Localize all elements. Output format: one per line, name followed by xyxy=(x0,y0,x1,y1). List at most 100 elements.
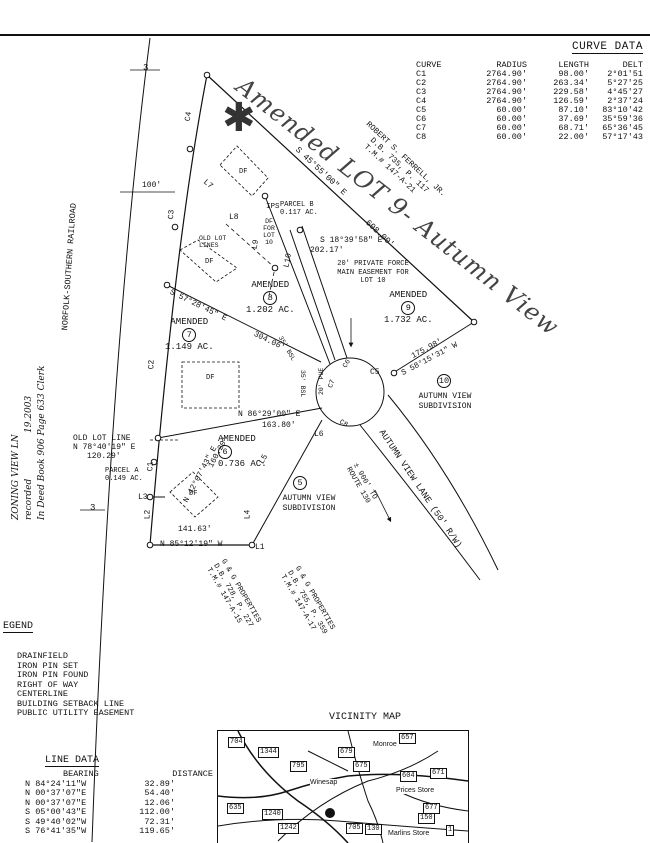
label-l2: L2 xyxy=(143,509,153,520)
north-boundary xyxy=(206,74,475,323)
lot9-block: AMENDED 9 1.732 AC. xyxy=(384,290,433,326)
recording-date: 19.2003 xyxy=(24,395,34,433)
curve-cell: 83°10'42 xyxy=(602,105,643,115)
line-cell: N 84°24'11"W xyxy=(25,778,87,789)
l10-distance: 202.17' xyxy=(310,246,344,255)
old-lot-line-distance: 120.29' xyxy=(87,452,121,461)
df-label-1: DF xyxy=(239,168,248,176)
lot9-area: 1.732 AC. xyxy=(384,315,433,325)
recording-recorded: recorded xyxy=(24,478,34,520)
old-lot-lines-label: OLD LOT LINES xyxy=(199,235,227,249)
parcel-b-name: PARCEL B xyxy=(280,201,314,209)
marker-3-bottom: 3 xyxy=(90,503,96,513)
label-c2: C2 xyxy=(147,359,157,370)
line-cell: DISTANCE xyxy=(172,769,213,779)
parcel-a-area: 0.149 AC. xyxy=(105,475,143,483)
line-header-row: BEARING DISTANCE xyxy=(25,769,213,780)
label-l4: L4 xyxy=(243,509,253,520)
place-label: Prices Store xyxy=(396,787,435,794)
lot6-amended: AMENDED xyxy=(218,434,256,444)
lot9-amended: AMENDED xyxy=(389,290,428,300)
curve-cell: C6 xyxy=(416,114,427,124)
parcel-b-area: 0.117 AC. xyxy=(280,209,318,217)
route-shield: 795 xyxy=(290,761,307,772)
lot7-amended: AMENDED xyxy=(170,317,209,327)
route-shield: 679 xyxy=(338,747,355,758)
pue-20-label: 20' PUE xyxy=(318,367,325,395)
df-label-3: DF xyxy=(206,374,215,382)
cul-de-sac xyxy=(315,357,385,427)
curve-cell: 98.00' xyxy=(558,69,589,79)
recording-page-label: Page xyxy=(37,413,47,436)
lot5-subdivision: AUTUMN VIEW SUBDIVISION xyxy=(282,494,336,513)
west-boundary-curve xyxy=(149,74,208,546)
iron-pin xyxy=(146,541,154,549)
lot7-area: 1.149 AC. xyxy=(165,342,214,352)
curve-cell: 5°27'25 xyxy=(607,78,643,88)
route-shield: 675 xyxy=(353,761,370,772)
curve-cell: 60.00' xyxy=(496,132,527,142)
autumn-view-lane-west xyxy=(359,424,481,581)
line-cell: BEARING xyxy=(63,769,99,779)
label-l8: L8 xyxy=(229,213,239,222)
curve-cell: 2764.90' xyxy=(486,69,527,79)
iron-pin xyxy=(146,493,154,501)
lot6-lot7-line xyxy=(157,407,323,439)
place-label: Marlins Store xyxy=(388,830,430,837)
curve-cell: 60.00' xyxy=(496,105,527,115)
route-shield: 657 xyxy=(399,733,416,744)
lot6-area: 0.736 AC. xyxy=(218,459,267,469)
iron-pin xyxy=(248,541,256,549)
easement-line-west xyxy=(289,229,336,361)
label-c5: C5 xyxy=(370,368,380,377)
curve-cell: 68.71' xyxy=(558,123,589,133)
parcel-a-label: PARCEL A 0.149 AC. xyxy=(105,467,143,483)
lot5-number: 5 xyxy=(293,476,307,490)
l10-bearing: S 18°39'58" E xyxy=(320,236,383,245)
legend-item: IRON PIN SET xyxy=(17,660,79,671)
label-c3: C3 xyxy=(166,209,177,220)
vicinity-title: VICINITY MAP xyxy=(329,712,402,723)
label-l3: L3 xyxy=(138,493,148,502)
line-cell: S 49°40'02"W xyxy=(25,816,87,827)
ips-label: IPS xyxy=(266,203,280,211)
lot7-number: 7 xyxy=(182,328,197,342)
recording-stamp: ZONING VIEW LN recorded 19.2003 In Deed … xyxy=(10,366,49,520)
place-label: Winesap xyxy=(310,779,338,786)
south-bearing: N 85°12'19" W xyxy=(160,540,223,549)
lot10-number: 10 xyxy=(437,374,451,388)
easement-label: 20' PRIVATE FORCE MAIN EASEMENT FOR LOT … xyxy=(337,260,409,285)
label-l6: L6 xyxy=(314,430,324,439)
curve-cell: LENGTH xyxy=(558,60,589,70)
df-lot10-label: DF FOR LOT 10 xyxy=(263,218,275,246)
route-shield: 671 xyxy=(430,768,447,779)
curve-cell: CURVE xyxy=(416,60,442,70)
label-l1: L1 xyxy=(255,543,265,552)
label-c4: C4 xyxy=(183,111,194,122)
legend-item: BUILDING SETBACK LINE xyxy=(17,698,125,709)
curve-cell: 2764.90' xyxy=(486,78,527,88)
legend-item: IRON PIN FOUND xyxy=(17,670,89,680)
curve-cell: 2764.90' xyxy=(486,96,527,106)
lot8-number: 8 xyxy=(263,291,278,305)
iron-pin xyxy=(163,281,171,289)
curve-cell: 65°36'45 xyxy=(602,123,643,133)
curve-cell: 2764.90' xyxy=(486,87,527,97)
place-label: Monroe xyxy=(373,741,397,748)
legend-item: CENTERLINE xyxy=(17,689,69,699)
handwritten-star: ✱ xyxy=(222,95,256,141)
top-border xyxy=(0,34,650,36)
autumn-view-lane-east xyxy=(387,394,499,571)
legend-item: DRAINFIELD xyxy=(17,651,69,661)
label-c1: C1 xyxy=(146,461,156,472)
old-lot-line-label: OLD LOT LINE N 78°40'19" E 120.29' xyxy=(73,434,135,461)
